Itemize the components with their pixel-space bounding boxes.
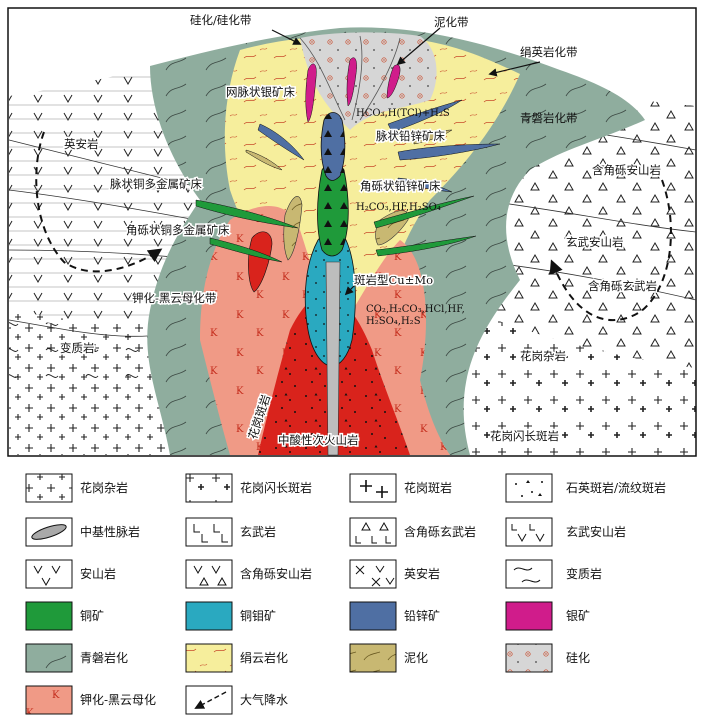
svg-text:钾化-黑云母化: 钾化-黑云母化 bbox=[80, 693, 156, 707]
svg-text:花岗杂岩: 花岗杂岩 bbox=[80, 480, 128, 495]
legend-item-quartz-porphyry: 石英斑岩/流纹斑岩 bbox=[505, 473, 666, 503]
legend-item-silicification: 硅化 bbox=[505, 643, 590, 673]
svg-text:变质岩: 变质岩 bbox=[566, 566, 602, 581]
legend-item-basalt: 玄武岩 bbox=[185, 517, 276, 547]
granite-porphyry-dike bbox=[325, 261, 341, 456]
legend-item-potassic: 钾化-黑云母化 bbox=[25, 685, 156, 715]
label-granodiorite-porphyry: 花岗闪长斑岩 bbox=[490, 429, 559, 443]
legend-item-pbzn-ore: 铅锌矿 bbox=[349, 601, 440, 631]
svg-text:花岗闪长斑岩: 花岗闪长斑岩 bbox=[240, 480, 312, 495]
copper-veins bbox=[195, 195, 477, 263]
legend-item-intermediate-dike: 中基性脉岩 bbox=[25, 517, 140, 547]
label-fluid-upper: HCO₃,H(TCl)+H₂S bbox=[356, 108, 450, 119]
label-fluid-lower-2: H₂SO₄,H₂S bbox=[366, 316, 421, 327]
svg-text:硅化: 硅化 bbox=[566, 651, 590, 665]
label-silicification: 硅化/硅化带 bbox=[190, 13, 251, 27]
pbzn-veins bbox=[257, 99, 501, 193]
label-dacite: 英安岩 bbox=[64, 137, 99, 151]
cross-section: 硅化/硅化带 泥化带 绢英岩化带 网脉状银矿床 HCO₃,H(TCl)+H₂S … bbox=[7, 7, 697, 457]
legend-item-sericitization: 绢云岩化 bbox=[185, 643, 288, 673]
svg-text:含角砾安山岩: 含角砾安山岩 bbox=[240, 566, 312, 581]
legend-item-granitoid: 花岗杂岩 bbox=[25, 473, 128, 503]
argillic-lens-left bbox=[283, 195, 303, 261]
legend-item-breccia-andesite: 含角砾安山岩 bbox=[185, 559, 312, 589]
label-basaltic-andesite: 玄武安山岩 bbox=[566, 235, 624, 249]
meteoric-water-path-left bbox=[35, 131, 163, 273]
label-fluid-lower-1: CO₂,H₂CO₃,HCl,HF, bbox=[366, 304, 465, 315]
metamorphic-left bbox=[9, 318, 190, 400]
label-porphyry-cumo: 斑岩型Cu±Mo bbox=[354, 273, 433, 287]
label-vein-pbzn: 脉状铅锌矿床 bbox=[376, 129, 445, 143]
label-breccia-pbzn: 角砾状铅锌矿床 bbox=[360, 179, 441, 193]
svg-text:玄武安山岩: 玄武安山岩 bbox=[566, 524, 626, 539]
label-hornblende-andesite: 含角砾安山岩 bbox=[592, 163, 661, 177]
legend-item-andesite: 安山岩 bbox=[25, 559, 116, 589]
legend-item-granodiorite-porphyry: 花岗闪长斑岩 bbox=[185, 473, 312, 503]
svg-text:安山岩: 安山岩 bbox=[80, 566, 116, 581]
svg-text:泥化: 泥化 bbox=[404, 651, 428, 665]
legend-item-basaltic-andesite: 玄武安山岩 bbox=[505, 517, 626, 547]
label-argillic-zone: 泥化带 bbox=[434, 15, 469, 29]
silver-veins bbox=[305, 57, 401, 123]
pbzn-breccia-column bbox=[320, 112, 346, 181]
svg-text:中基性脉岩: 中基性脉岩 bbox=[80, 524, 140, 539]
label-potassic-zone: 钾化-黑云母化带 bbox=[132, 291, 216, 305]
argillic-veins bbox=[245, 129, 453, 171]
label-propylitic-zone: 青磐岩化带 bbox=[520, 111, 578, 125]
label-granitoid: 花岗杂岩 bbox=[520, 349, 566, 363]
legend-item-copper-ore: 铜矿 bbox=[25, 601, 104, 631]
svg-text:英安岩: 英安岩 bbox=[404, 566, 440, 581]
legend: 花岗杂岩 花岗闪长斑岩 花岗斑岩 石英斑岩/流纹斑岩 中基性脉岩 玄武岩 bbox=[25, 473, 666, 715]
legend-item-breccia-basalt: 含角砾玄武岩 bbox=[349, 517, 476, 547]
label-breccia-cu-poly: 角砾状铜多金属矿床 bbox=[126, 223, 230, 237]
svg-text:石英斑岩/流纹斑岩: 石英斑岩/流纹斑岩 bbox=[566, 480, 666, 495]
svg-text:铜钼矿: 铜钼矿 bbox=[240, 608, 276, 623]
label-subvolcanic: 中酸性次火山岩 bbox=[278, 433, 359, 447]
red-breccia-body bbox=[248, 231, 273, 293]
meteoric-water-path-right bbox=[549, 179, 672, 321]
label-metamorphic: 变质岩 bbox=[60, 341, 95, 355]
legend-item-metamorphic: 变质岩 bbox=[505, 559, 602, 589]
legend-item-granite-porphyry: 花岗斑岩 bbox=[349, 473, 452, 503]
svg-text:银矿: 银矿 bbox=[566, 609, 590, 623]
legend-item-propylitic: 青磐岩化 bbox=[25, 643, 128, 673]
svg-text:青磐岩化: 青磐岩化 bbox=[80, 650, 128, 665]
legend-item-silver-ore: 银矿 bbox=[505, 601, 590, 631]
label-sericite-zone: 绢英岩化带 bbox=[520, 45, 578, 59]
svg-text:大气降水: 大气降水 bbox=[240, 692, 288, 707]
label-vein-cu-poly: 脉状铜多金属矿床 bbox=[110, 177, 202, 191]
label-fluid-mid: H₂CO₃,HF,H₂SO₄ bbox=[356, 202, 441, 213]
label-stockwork-silver: 网脉状银矿床 bbox=[226, 85, 295, 99]
svg-text:铜矿: 铜矿 bbox=[80, 608, 104, 623]
svg-text:花岗斑岩: 花岗斑岩 bbox=[404, 480, 452, 495]
legend-item-meteoric: 大气降水 bbox=[185, 685, 288, 715]
legend-item-dacite: 英安岩 bbox=[349, 559, 440, 589]
svg-text:绢云岩化: 绢云岩化 bbox=[240, 650, 288, 665]
svg-text:铅锌矿: 铅锌矿 bbox=[404, 609, 440, 623]
legend-item-argillic: 泥化 bbox=[349, 643, 428, 673]
svg-text:玄武岩: 玄武岩 bbox=[240, 524, 276, 539]
svg-text:含角砾玄武岩: 含角砾玄武岩 bbox=[404, 524, 476, 539]
legend-item-cumo-ore: 铜钼矿 bbox=[185, 601, 276, 631]
label-breccia-basalt: 含角砾玄武岩 bbox=[588, 279, 657, 293]
right-granitoid bbox=[430, 300, 696, 455]
